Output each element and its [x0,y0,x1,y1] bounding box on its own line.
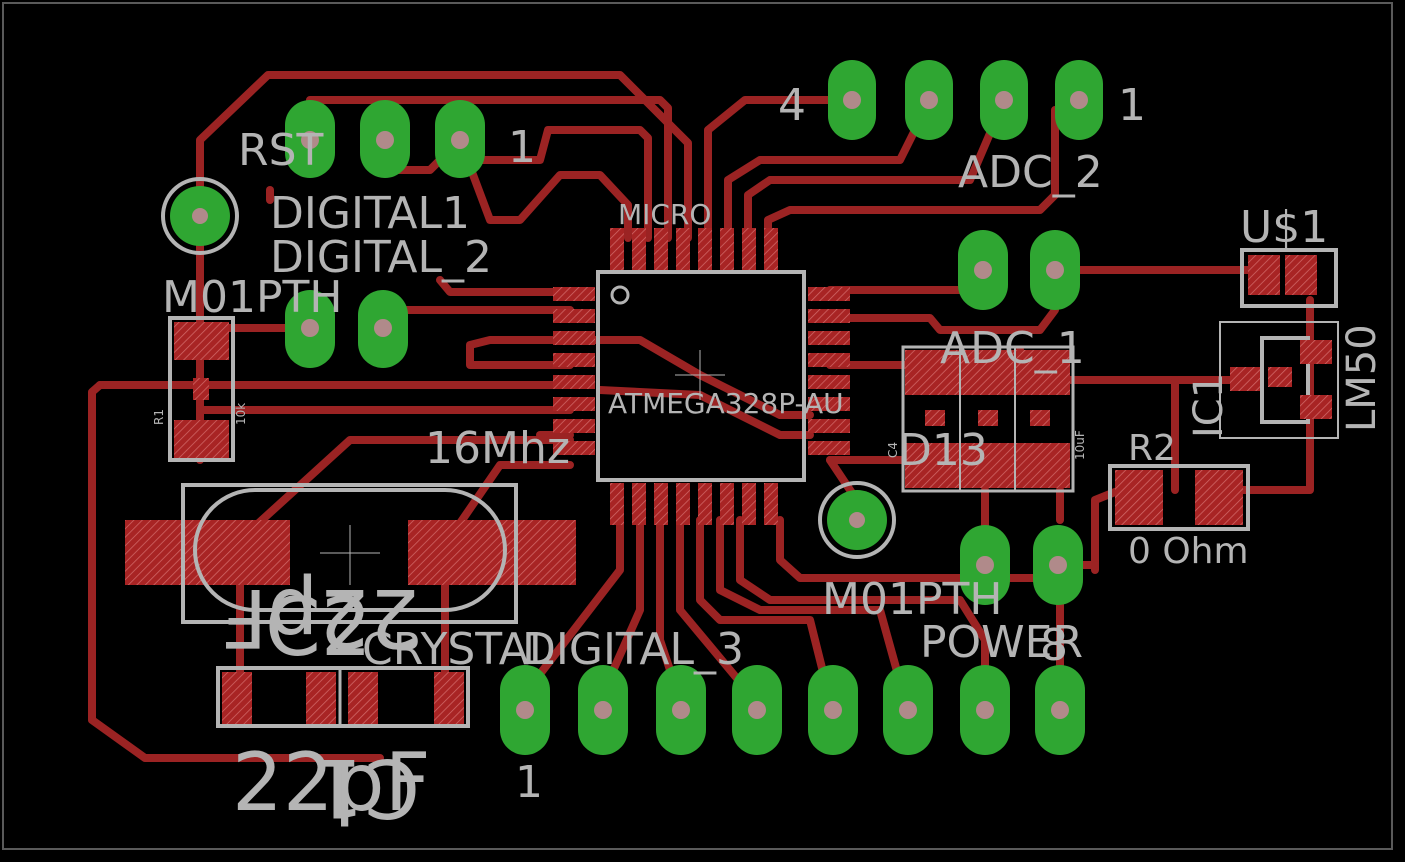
board-outline [2,2,1393,850]
silkscreen-labels: RST 1 DIGITAL1 DIGITAL_2 M01PTH MICRO AT… [152,80,1385,834]
label-r1-value: 10k [234,403,248,425]
header-digital3 [500,665,1085,755]
label-rst: RST [238,125,324,176]
label-crystal: CRYSTAL [362,624,554,675]
label-c4: C4 [886,442,900,458]
label-rst-pin1: 1 [508,122,536,173]
label-adc2: ADC_2 [958,147,1103,198]
label-power: POWER [920,617,1083,668]
crystal [125,483,576,624]
label-c1-value: 22pF [232,736,431,829]
label-c2-value: 22pF [221,571,420,664]
label-m01pth-bottom: M01PTH [822,574,1002,625]
atmega-chip [553,228,850,525]
traces [88,71,1314,762]
label-lm50: LM50 [1339,324,1385,432]
header-m01pth-top [285,290,408,368]
caps-c1-c2 [216,666,470,728]
label-digital3: DIGITAL_3 [522,624,744,675]
resistor-r2 [1108,464,1250,531]
label-adc1: ADC_1 [940,323,1085,374]
header-power [960,525,1083,605]
resistor-r1 [168,316,235,462]
label-r2-value: 0 Ohm [1128,531,1249,572]
ic1-lm50 [1219,321,1339,439]
label-us1: U$1 [1240,202,1328,253]
label-dig3-pin8: 8 [1040,620,1068,671]
label-c2: C2 [265,581,372,674]
label-crystal-freq: 16Mhz [425,423,570,474]
label-m01pth-top: M01PTH [162,272,342,323]
label-dig3-pin1: 1 [515,757,543,808]
label-adc2-pin4: 4 [778,80,806,131]
u1-component [1240,248,1338,308]
header-rst [285,100,485,178]
label-ic1: IC1 [1186,373,1232,438]
header-adc2 [828,60,1103,140]
label-c4-value: 10uF [1073,430,1087,460]
label-r2: R2 [1128,428,1176,469]
label-r1: R1 [152,409,166,425]
label-micro: MICRO [618,198,711,231]
label-chip: ATMEGA328P-AU [608,387,844,420]
label-adc2-pin1: 1 [1118,80,1146,131]
label-digital1: DIGITAL1 [270,188,470,239]
header-adc1 [958,230,1080,310]
label-c1: C1 [313,741,420,834]
pth-pads [161,60,1103,755]
d13-c4-block [901,345,1075,493]
label-d13: D13 [898,425,988,476]
label-digital2: DIGITAL_2 [270,232,492,283]
